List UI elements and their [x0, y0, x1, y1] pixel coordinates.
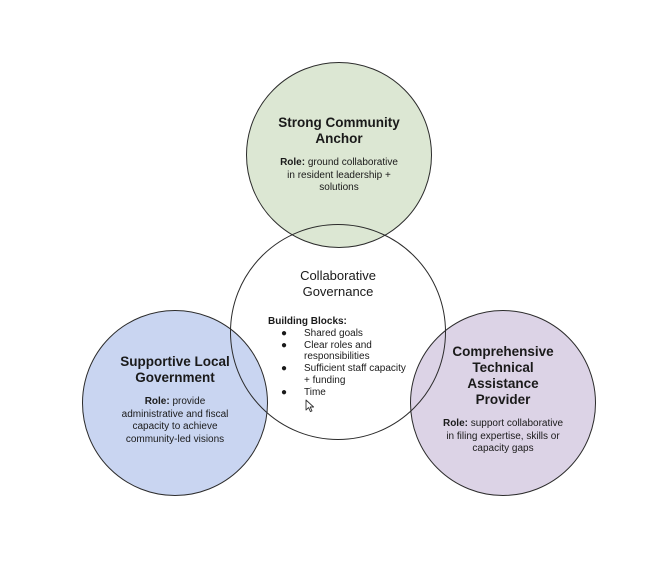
local-government-title: Supportive Local Government: [120, 354, 230, 385]
role-label: Role:: [442, 418, 468, 429]
community-anchor-block: Strong Community Anchor Role: ground col…: [256, 115, 422, 195]
collaborative-governance-circle: [230, 224, 446, 440]
technical-assistance-role: Role: support collaborative in filing ex…: [442, 418, 564, 454]
technical-assistance-block: Comprehensive Technical Assistance Provi…: [420, 344, 586, 456]
list-item: ● Clear roles and responsibilities: [281, 339, 372, 363]
mouse-pointer-icon: [305, 399, 315, 413]
local-government-role: Role: provide administrative and fiscal …: [121, 396, 229, 445]
list-item: ● Time: [281, 386, 326, 398]
building-blocks-list: ● Shared goals ● Clear roles and respons…: [268, 328, 428, 399]
technical-assistance-title: Comprehensive Technical Assistance Provi…: [452, 344, 554, 407]
list-item: ● Sufficient staff capacity + funding: [281, 363, 406, 386]
building-blocks: Building Blocks: ● Shared goals ● Clear …: [268, 316, 428, 399]
role-label: Role:: [280, 157, 306, 168]
community-anchor-title: Strong Community Anchor: [278, 115, 400, 146]
community-anchor-circle: [246, 62, 432, 248]
collaborative-governance-title: Collaborative Governance: [300, 268, 376, 299]
bullet-icon: ●: [281, 339, 288, 351]
bullet-icon: ●: [281, 327, 288, 339]
bullet-icon: ●: [281, 363, 288, 375]
local-government-block: Supportive Local Government Role: provid…: [92, 354, 258, 446]
role-label: Role:: [144, 396, 170, 407]
list-item: ● Shared goals: [281, 327, 363, 339]
bullet-icon: ●: [281, 386, 288, 398]
building-blocks-title: Building Blocks:: [268, 316, 347, 327]
community-anchor-role: Role: ground collaborative in resident l…: [280, 157, 398, 193]
